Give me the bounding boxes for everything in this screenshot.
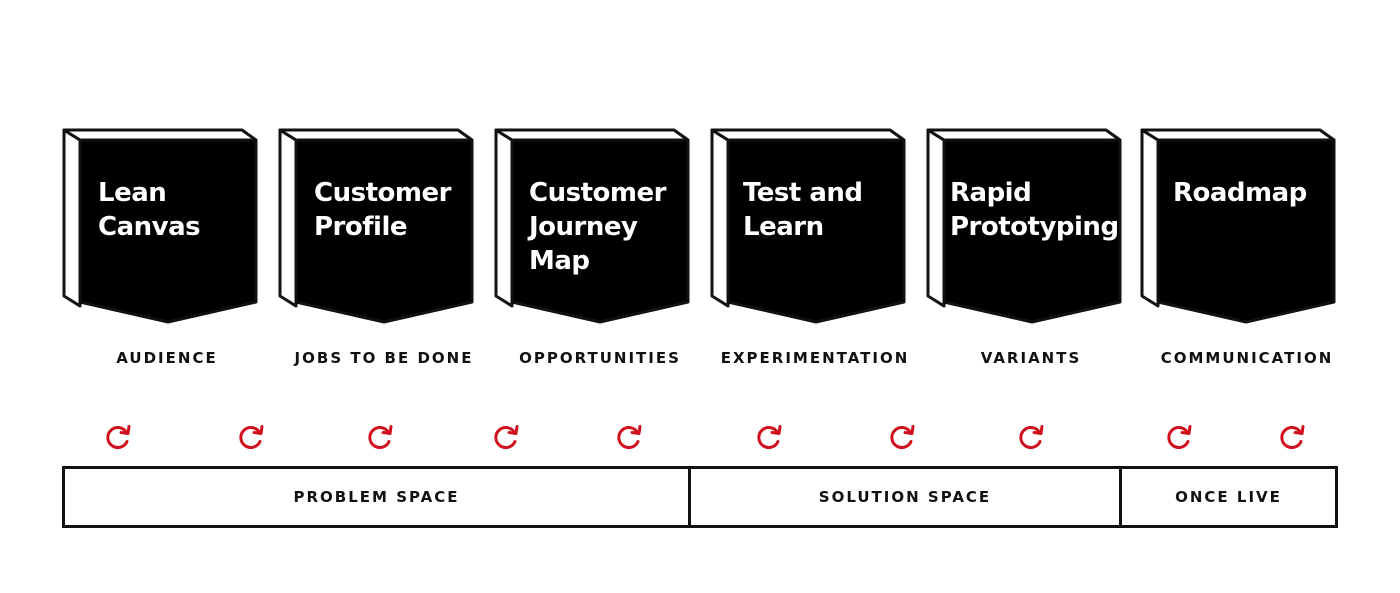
book-customer-journey-map [494,128,690,324]
book-roadmap [1140,128,1336,324]
book-label: AUDIENCE [116,349,218,367]
cycle-arrow-icon [368,425,393,449]
cycle-arrow-icon [1019,425,1044,449]
cycle-arrow-icon [757,425,782,449]
phase-label: PROBLEM SPACE [293,488,460,506]
cycle-arrow-icon [617,425,642,449]
book-customer-profile [278,128,474,324]
cycle-arrow-icon [494,425,519,449]
book-title: Lean Canvas [98,178,201,242]
book-lean-canvas [62,128,258,324]
phase-label: SOLUTION SPACE [818,488,992,506]
book-rapid-prototyping [926,128,1122,324]
phase-problem-space: PROBLEM SPACE [62,466,691,528]
cycle-arrow-icon [239,425,264,449]
book-label: COMMUNICATION [1160,349,1334,367]
cycle-arrow-icon [106,425,131,449]
phase-once-live: ONCE LIVE [1119,466,1338,528]
book-label: EXPERIMENTATION [720,349,910,367]
book-title: Test and Learn [743,178,863,242]
book-label: OPPORTUNITIES [519,349,681,367]
cycle-arrow-icon [1280,425,1305,449]
book-title: Roadmap [1173,178,1307,208]
cycle-arrow-icon [890,425,915,449]
book-title: Rapid Prototyping [950,178,1119,242]
book-test-and-learn [710,128,906,324]
book-label: JOBS TO BE DONE [294,349,474,367]
phase-solution-space: SOLUTION SPACE [688,466,1122,528]
phase-label: ONCE LIVE [1175,488,1282,506]
book-title: Customer Journey Map [529,178,666,276]
book-label: VARIANTS [980,349,1082,367]
cycle-arrow-icon [1167,425,1192,449]
book-title: Customer Profile [314,178,451,242]
